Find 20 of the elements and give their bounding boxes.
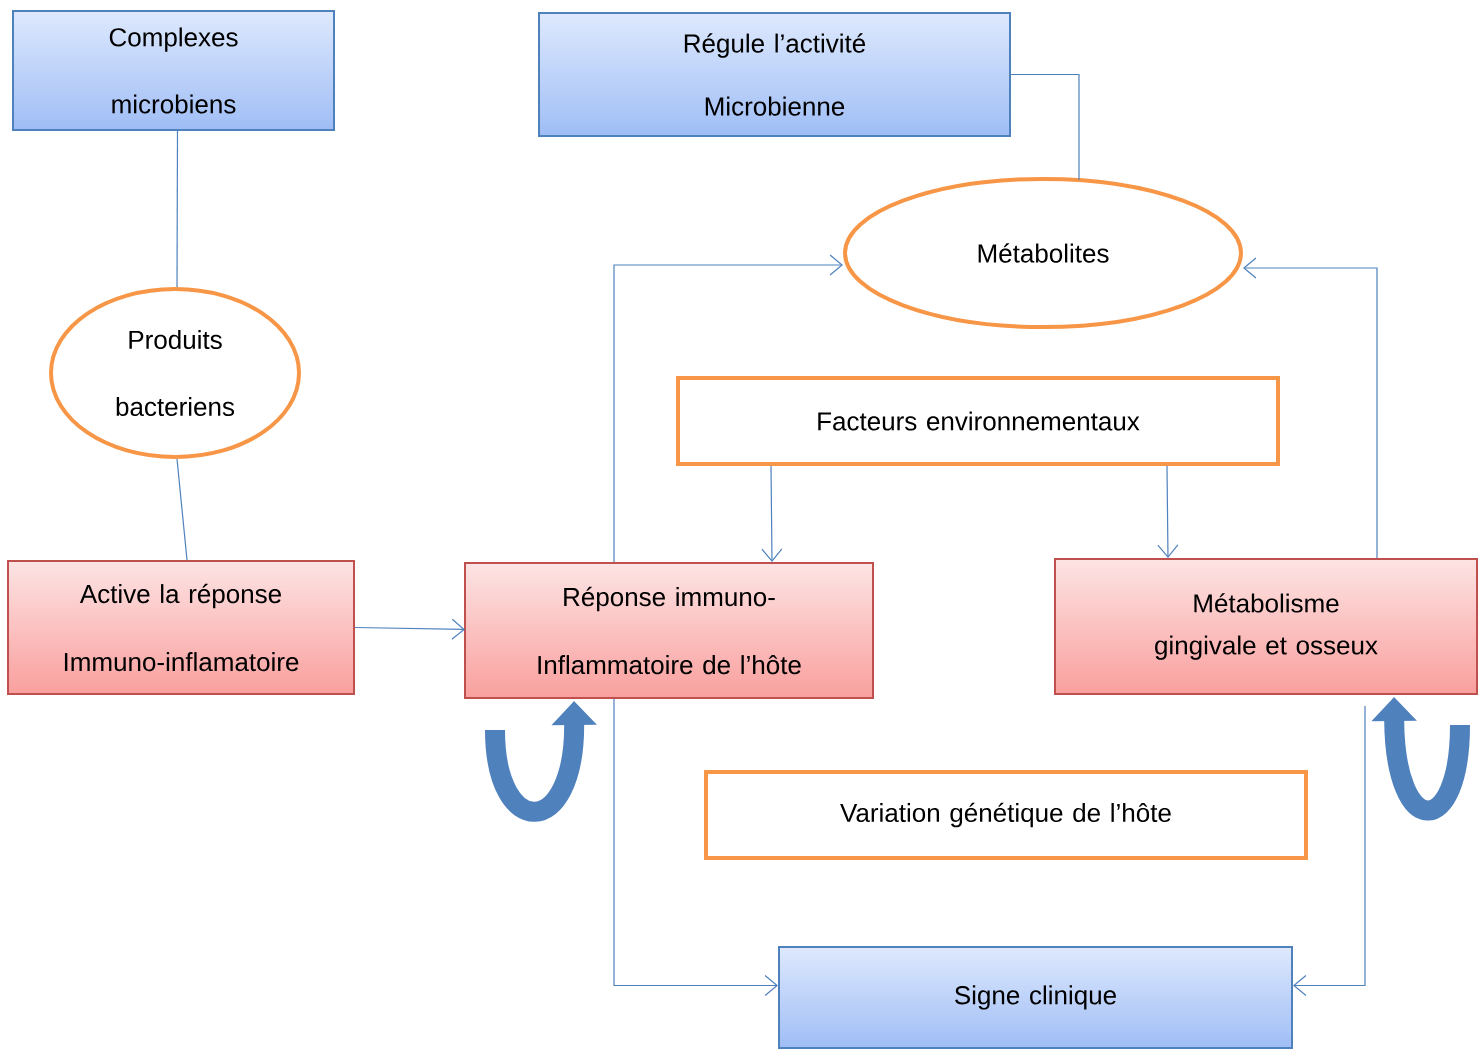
process-box: Signe clinique	[778, 946, 1293, 1049]
process-box: Active la réponse Immuno-inflamatoire	[7, 560, 355, 695]
ellipse-node: Métabolites	[843, 177, 1243, 329]
arrow	[1243, 257, 1378, 559]
connector-line	[176, 130, 179, 288]
factor-box: Variation génétique de l’hôte	[704, 770, 1308, 860]
arrow	[613, 254, 843, 563]
connector-line	[176, 458, 188, 561]
arrow	[354, 618, 465, 640]
process-box: Métabolisme gingivale et osseux	[1054, 558, 1478, 695]
arrow	[1293, 705, 1366, 997]
factor-box: Facteurs environnementaux	[676, 376, 1280, 466]
process-box: Réponse immuno- Inflammatoire de l’hôte	[464, 562, 874, 699]
connector-line	[1010, 73, 1080, 181]
process-box: Complexes microbiens	[12, 10, 335, 131]
process-box: Régule l’activité Microbienne	[538, 12, 1011, 137]
arrow	[1157, 465, 1179, 558]
arrow	[613, 698, 778, 997]
ellipse-node: Produits bacteriens	[49, 287, 301, 459]
arrow	[761, 465, 783, 562]
